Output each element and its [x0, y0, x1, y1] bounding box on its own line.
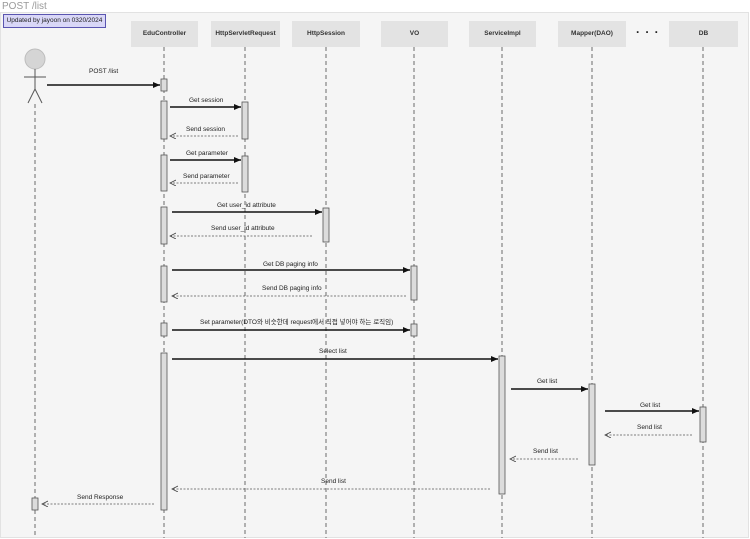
message-label: Send parameter	[183, 173, 230, 180]
activation-bar	[241, 155, 249, 193]
participant-db: DB	[669, 21, 738, 47]
activation-bar	[410, 323, 418, 337]
message-label: POST /list	[89, 68, 118, 75]
ellipsis-marker: · · ·	[636, 25, 660, 39]
activation-bar	[160, 322, 168, 337]
update-note: Updated by jayoon on 0320/2024	[3, 14, 106, 28]
message-label: Get DB paging info	[263, 261, 318, 268]
message-label: Send list	[321, 478, 346, 485]
message-label: Send user_id attribute	[211, 225, 275, 232]
message-label: Send list	[637, 424, 662, 431]
message-label: Send session	[186, 126, 225, 133]
activation-bar	[410, 265, 418, 301]
activation-bar	[160, 154, 168, 192]
diagram-canvas	[0, 12, 749, 538]
message-label: Get user_id attribute	[217, 202, 276, 209]
activation-bar	[160, 206, 168, 245]
message-label: Select list	[319, 348, 347, 355]
actor-icon	[24, 48, 46, 104]
participant-mapper-dao: Mapper(DAO)	[558, 21, 626, 47]
activation-bar	[498, 355, 506, 495]
activation-bar	[160, 352, 168, 511]
message-label: Get list	[537, 378, 557, 385]
activation-bar	[588, 383, 596, 466]
activation-bar	[160, 265, 168, 303]
participant-vo: VO	[381, 21, 448, 47]
participant-serviceimpl: ServiceImpl	[469, 21, 536, 47]
activation-bar	[699, 406, 707, 443]
message-label: Set parameter(DTO와 비슷한데 request에서 직접 넣어야…	[200, 317, 393, 326]
activation-bar	[241, 101, 249, 140]
message-label: Send Response	[77, 494, 124, 501]
participant-httpsession: HttpSession	[292, 21, 360, 47]
message-label: Get list	[640, 402, 660, 409]
message-label: Send list	[533, 448, 558, 455]
participant-educontroller: EduController	[131, 21, 198, 47]
page-title: POST /list	[2, 1, 47, 12]
message-label: Send DB paging info	[262, 285, 322, 292]
message-label: Get parameter	[186, 150, 229, 157]
participant-httpservletrequest: HttpServletRequest	[211, 21, 280, 47]
activation-bar	[31, 497, 39, 511]
activation-bar	[160, 100, 168, 140]
activation-bar	[322, 207, 330, 243]
message-label: Get session	[189, 97, 224, 104]
activation-bar	[160, 78, 168, 92]
